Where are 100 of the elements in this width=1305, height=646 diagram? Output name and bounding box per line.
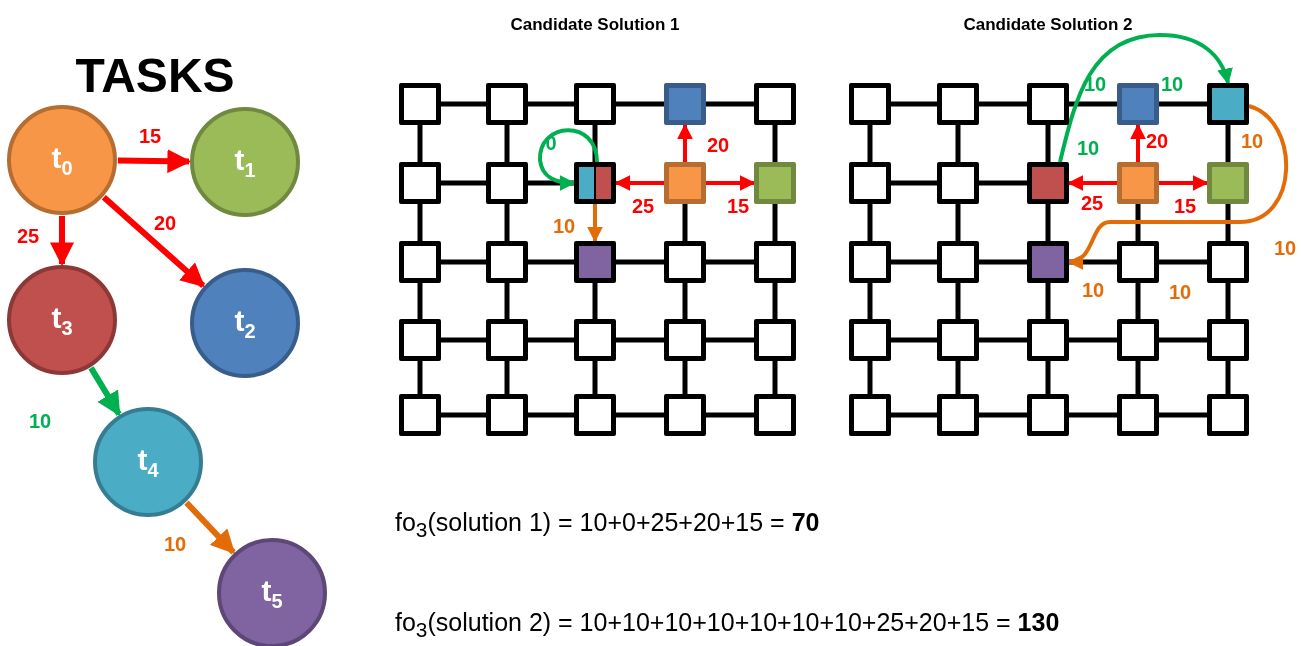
task-name: t$_{1}$	[234, 142, 256, 182]
mesh-link	[891, 259, 937, 265]
mesh-link	[867, 361, 873, 394]
mesh-link	[772, 361, 778, 394]
mesh-link	[682, 204, 688, 241]
mesh-link	[1225, 125, 1231, 162]
processor-square	[574, 83, 616, 125]
processor-square	[399, 83, 441, 125]
edge-label: 10	[162, 533, 188, 556]
mesh-link	[1135, 204, 1141, 241]
processor-square	[1207, 394, 1249, 436]
mesh-link	[592, 125, 598, 162]
mesh-link	[1225, 361, 1231, 394]
processor-square	[664, 241, 706, 283]
processor-square	[754, 394, 796, 436]
mapped-processor-square	[664, 162, 706, 204]
mesh-link	[867, 125, 873, 162]
mapped-processor-square	[1027, 162, 1069, 204]
mesh-link	[706, 337, 754, 343]
arrow	[50, 216, 74, 267]
mesh-link	[1159, 412, 1207, 418]
mesh-link	[1159, 337, 1207, 343]
mesh-link	[955, 204, 961, 241]
mapped-processor-square	[1207, 83, 1249, 125]
processor-square	[849, 241, 891, 283]
mesh-link	[955, 361, 961, 394]
task-name: t$_{4}$	[137, 442, 159, 482]
processor-square	[399, 319, 441, 361]
processor-square	[1207, 319, 1249, 361]
mesh-link	[891, 412, 937, 418]
mesh-link	[528, 337, 574, 343]
processor-square	[664, 394, 706, 436]
mesh-link	[616, 337, 664, 343]
mesh-link	[772, 125, 778, 162]
mapped-processor-square	[1207, 162, 1249, 204]
mesh-link	[1159, 259, 1207, 265]
arrow	[614, 175, 664, 191]
mesh-link	[592, 361, 598, 394]
edge-label: 20	[152, 212, 178, 235]
processor-square	[1027, 394, 1069, 436]
edge-label: 25	[1079, 192, 1105, 215]
mesh-link	[979, 337, 1027, 343]
processor-square	[1117, 241, 1159, 283]
edge-label: 15	[1172, 195, 1198, 218]
edge-label: 20	[705, 134, 731, 157]
mesh-link	[504, 204, 510, 241]
mapped-processor-square	[574, 241, 616, 283]
processor-square	[849, 319, 891, 361]
arrow	[538, 128, 599, 191]
mesh-link	[1069, 337, 1117, 343]
edge-label: 15	[725, 195, 751, 218]
arrow	[101, 195, 206, 288]
processor-square	[574, 319, 616, 361]
mesh-link	[1225, 283, 1231, 319]
arrow	[117, 149, 192, 174]
mesh-link	[504, 283, 510, 319]
task-name: t$_{5}$	[261, 573, 283, 613]
mesh-link	[417, 204, 423, 241]
mesh-link	[417, 361, 423, 394]
mesh-link	[1045, 361, 1051, 394]
mesh-link	[616, 259, 664, 265]
hop-cost-label: 10	[1168, 280, 1192, 304]
mesh-link	[979, 101, 1027, 107]
hop-cost-label: 10	[1160, 72, 1184, 96]
formula-text: fo$_{3}$(solution 1) = 10+0+25+20+15 = 70	[395, 508, 820, 542]
heading: TASKS	[75, 47, 235, 103]
processor-square	[754, 241, 796, 283]
mesh-link	[417, 125, 423, 162]
panel-title: Candidate Solution 2	[963, 15, 1133, 35]
edge-label: 15	[137, 125, 163, 148]
mesh-link	[441, 412, 486, 418]
mesh-link	[706, 259, 754, 265]
mesh-link	[891, 180, 937, 186]
task-name: t$_{2}$	[234, 303, 256, 343]
arrow	[587, 204, 603, 243]
mesh-link	[979, 259, 1027, 265]
mesh-link	[1225, 204, 1231, 241]
mesh-link	[1159, 101, 1207, 107]
mesh-link	[1069, 412, 1117, 418]
mesh-link	[528, 180, 574, 186]
mesh-link	[441, 180, 486, 186]
mesh-link	[616, 101, 664, 107]
processor-square	[849, 83, 891, 125]
mesh-link	[504, 361, 510, 394]
mesh-link	[441, 101, 486, 107]
processor-square	[754, 83, 796, 125]
processor-square	[486, 241, 528, 283]
arrow	[677, 123, 693, 162]
arrow	[88, 366, 122, 417]
mesh-link	[1045, 125, 1051, 162]
processor-square	[399, 241, 441, 283]
processor-square	[574, 394, 616, 436]
arrow	[706, 175, 756, 191]
edge-label: 10	[1075, 137, 1101, 160]
mapped-processor-square	[574, 162, 616, 204]
mesh-link	[891, 337, 937, 343]
mesh-link	[1135, 283, 1141, 319]
mesh-link	[955, 283, 961, 319]
mapped-processor-square	[1117, 162, 1159, 204]
mesh-link	[979, 412, 1027, 418]
